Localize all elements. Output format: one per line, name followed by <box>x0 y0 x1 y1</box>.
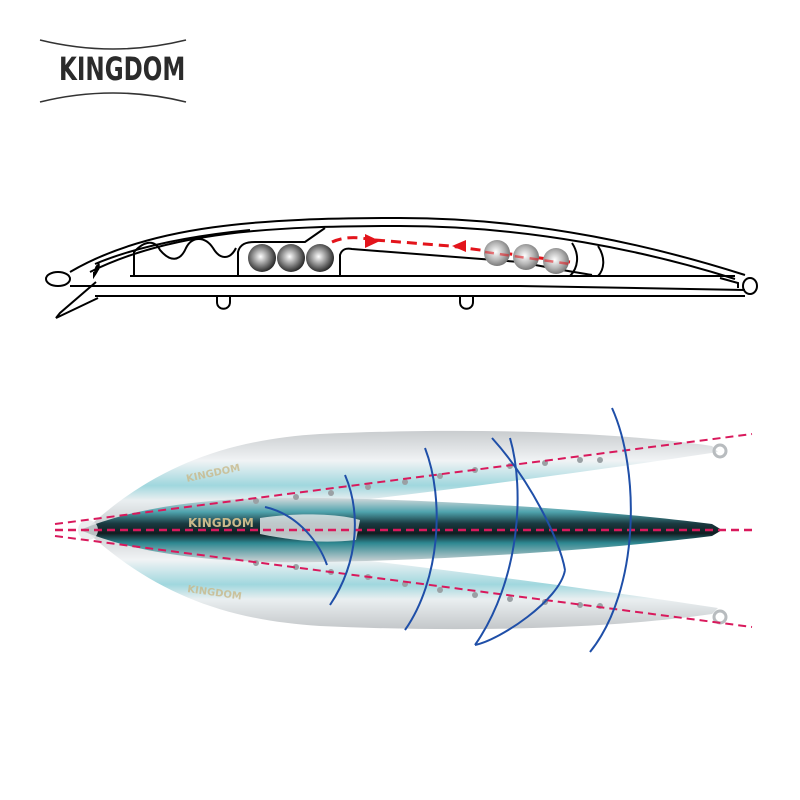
diving-lip <box>55 281 99 319</box>
logo-swoosh-icon <box>39 39 187 103</box>
action-arc <box>329 474 356 606</box>
brand-name: KINGDOM <box>58 50 186 88</box>
action-arc <box>474 437 519 646</box>
weight-ball-ghost <box>543 248 569 274</box>
guide-line-up <box>54 433 753 525</box>
arrow-left-icon <box>452 240 466 252</box>
tail-eye-icon <box>742 277 758 295</box>
weight-ball-ghost <box>484 240 510 266</box>
cutaway-diagram <box>45 216 758 319</box>
hook-hanger-rear <box>459 296 474 310</box>
center-watermark: KINGDOM <box>188 516 254 530</box>
line-tie-icon <box>45 271 71 287</box>
arrow-right-icon <box>365 234 380 248</box>
brand-logo: KINGDOM <box>38 38 188 104</box>
weight-ball <box>277 244 305 272</box>
action-arc <box>474 437 566 646</box>
arrow-back-path <box>374 238 571 264</box>
weight-ball <box>248 244 276 272</box>
action-arc <box>404 447 438 631</box>
tail-eye-icon <box>712 609 728 625</box>
weight-ball-ghost <box>513 244 539 270</box>
action-arc <box>589 407 632 653</box>
guide-line-down <box>54 535 753 628</box>
weight-ball <box>306 244 334 272</box>
hook-hanger-front <box>216 296 231 310</box>
tail-eye-icon <box>712 443 728 459</box>
action-arc <box>264 506 328 566</box>
body-outline-top <box>69 216 746 276</box>
